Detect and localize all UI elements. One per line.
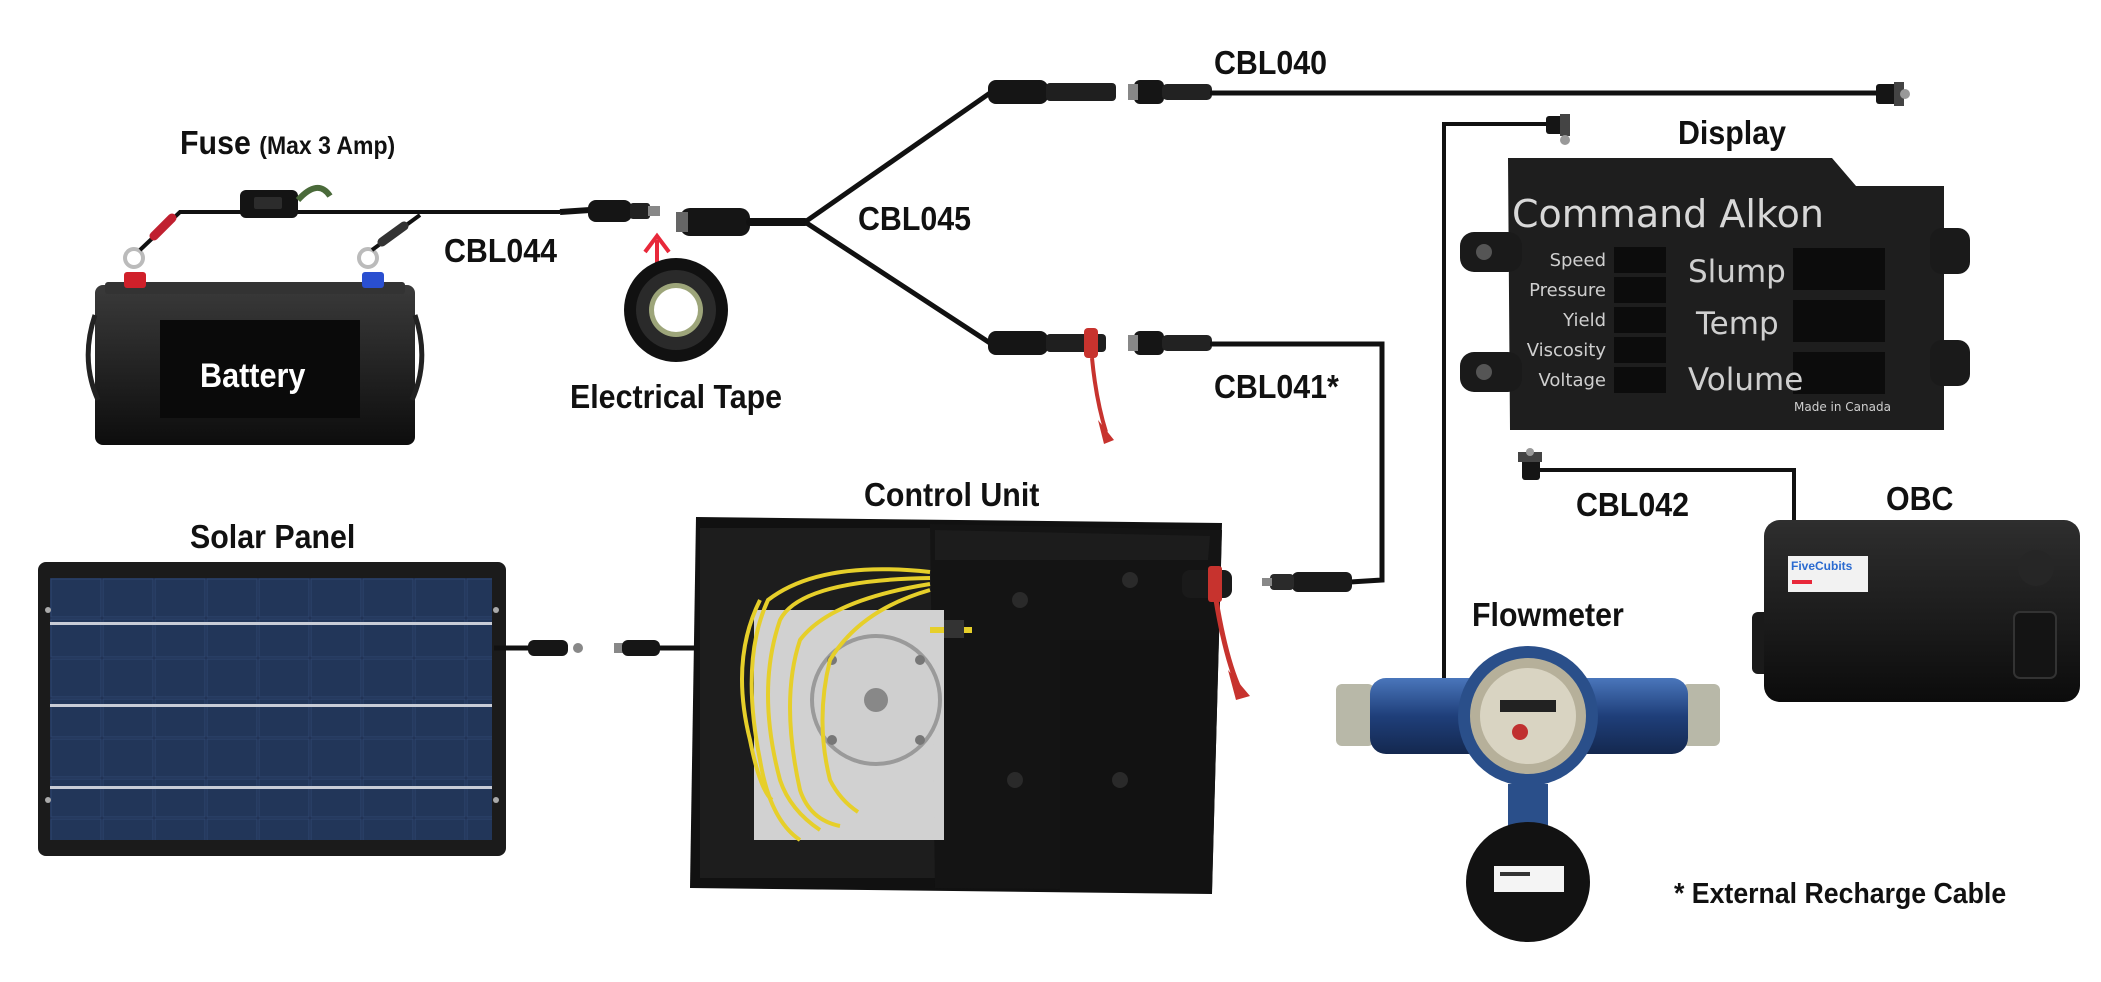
display-unit <box>1460 158 1970 430</box>
flowmeter <box>1336 646 1720 942</box>
display-small-label: Yield <box>1563 310 1606 331</box>
display-small-label: Speed <box>1549 250 1606 271</box>
positive-terminal-icon <box>124 272 146 288</box>
battery <box>85 247 425 445</box>
control-unit-label: Control Unit <box>864 476 1040 513</box>
fuse-holder <box>240 185 333 218</box>
display-big-label: Slump <box>1688 254 1786 290</box>
control-unit <box>690 517 1250 894</box>
made-in-label: Made in Canada <box>1794 400 1891 414</box>
cbl040-label: CBL040 <box>1214 44 1328 81</box>
cbl044-connector <box>559 200 660 222</box>
cbl042-label: CBL042 <box>1576 486 1690 523</box>
cbl041-cable <box>1128 331 1385 592</box>
fuse-label: Fuse (Max 3 Amp) <box>180 124 395 162</box>
display-big-label: Temp <box>1696 306 1779 342</box>
display-label: Display <box>1678 114 1786 151</box>
battery-leads <box>138 210 560 252</box>
display-small-label: Pressure <box>1529 280 1606 301</box>
display-small-label: Voltage <box>1538 370 1606 391</box>
electrical-tape-label: Electrical Tape <box>570 378 783 415</box>
solar-panel <box>38 562 583 856</box>
battery-label: Battery <box>200 357 306 395</box>
footnote-label: * External Recharge Cable <box>1674 878 2007 910</box>
obc-brand-text: FiveCubits <box>1791 559 1853 573</box>
fuse-note-label: (Max 3 Amp) <box>259 132 396 160</box>
display-brand-text: Command Alkon <box>1512 192 1824 236</box>
cbl045-label: CBL045 <box>858 200 972 237</box>
electrical-tape <box>624 258 728 362</box>
obc-label: OBC <box>1886 480 1954 517</box>
cbl041-label: CBL041* <box>1214 368 1339 405</box>
solar-panel-label: Solar Panel <box>190 518 356 555</box>
obc-device <box>1752 520 2080 702</box>
cbl044-label: CBL044 <box>444 232 558 269</box>
display-big-label: Volume <box>1688 362 1804 398</box>
cbl040-cable <box>1128 80 1910 106</box>
fuse-label-text: Fuse <box>180 124 251 161</box>
cbl045-splitter <box>676 80 1116 444</box>
cbl042-cable <box>1518 448 1796 520</box>
solar-lead <box>614 640 700 656</box>
flowmeter-label: Flowmeter <box>1472 596 1624 633</box>
negative-terminal-icon <box>362 272 384 288</box>
display-small-label: Viscosity <box>1526 340 1606 361</box>
